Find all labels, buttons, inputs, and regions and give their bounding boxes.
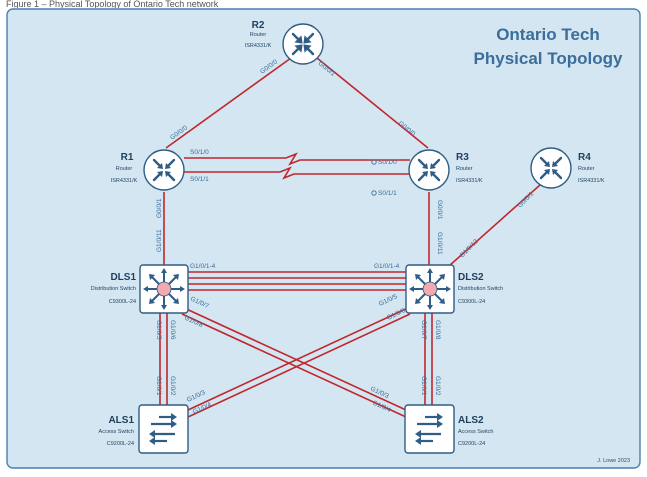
router-icon — [408, 149, 450, 191]
port-label: G1/0/1 — [155, 376, 162, 396]
device-r1[interactable]: R1 Router ISR4331/K — [111, 149, 185, 191]
device-name: ALS1 — [108, 415, 134, 426]
device-dls2[interactable]: DLS2 Distribution Switch C9300L-24 — [405, 264, 503, 314]
router-icon — [282, 23, 324, 65]
port-label: G1/0/11 — [436, 232, 443, 255]
port-label: G1/0/2 — [169, 376, 176, 396]
port-label: S0/1/0 — [190, 149, 209, 156]
device-type: Router — [456, 166, 473, 172]
router-icon — [143, 149, 185, 191]
port-label: G1/0/5 — [155, 320, 162, 340]
device-type: Access Switch — [458, 429, 493, 435]
device-name: DLS1 — [110, 272, 136, 283]
port-label: S0/1/1 — [378, 190, 397, 197]
link-r2-r1 — [165, 57, 292, 149]
link-serial-r1-r3-a — [184, 152, 410, 166]
access-switch-icon — [404, 404, 455, 454]
device-r2[interactable]: R2 Router ISR4331/K — [245, 20, 324, 65]
author-credit: J. Lowe 2023 — [597, 458, 630, 464]
link-dls2-als1-b — [187, 313, 411, 418]
device-als2[interactable]: ALS2 Access Switch C9200L-24 — [404, 404, 493, 454]
clock-indicator-icon — [371, 159, 377, 165]
port-label: G1/0/1-4 — [190, 263, 216, 270]
port-label: G1/0/8 — [434, 320, 441, 340]
port-label: G1/0/1 — [420, 376, 427, 396]
device-model: ISR4331/K — [456, 178, 483, 184]
link-dls2-als1-a — [187, 306, 411, 411]
port-label: S0/1/0 — [378, 159, 397, 166]
port-label: G1/0/1-4 — [374, 263, 400, 270]
device-model: C9300L-24 — [458, 299, 485, 305]
link-r2-r3 — [316, 57, 429, 149]
device-name: ALS2 — [458, 415, 484, 426]
device-model: C9200L-24 — [107, 441, 134, 447]
device-model: ISR4331/K — [578, 178, 605, 184]
device-model: C9300L-24 — [109, 299, 136, 305]
access-switch-icon — [138, 404, 189, 454]
device-name: R2 — [252, 20, 265, 31]
links — [159, 57, 541, 418]
figure-caption: Figure 1 – Physical Topology of Ontario … — [6, 0, 219, 8]
diagram-title-line1: Ontario Tech — [496, 25, 600, 44]
device-type: Distribution Switch — [458, 286, 503, 292]
device-r3[interactable]: R3 Router ISR4331/K — [408, 149, 483, 191]
device-model: ISR4331/K — [111, 178, 138, 184]
device-r4[interactable]: R4 Router ISR4331/K — [530, 147, 605, 189]
port-label: G1/0/6 — [169, 320, 176, 340]
link-r4-dls2 — [448, 184, 541, 267]
port-label: S0/1/1 — [190, 176, 209, 183]
device-type: Router — [250, 32, 267, 38]
device-name: R1 — [121, 152, 134, 163]
device-type: Router — [116, 166, 133, 172]
device-name: DLS2 — [458, 272, 484, 283]
device-als1[interactable]: ALS1 Access Switch C9200L-24 — [99, 404, 189, 454]
diagram-background — [6, 8, 641, 469]
port-label: G0/0/1 — [156, 198, 163, 218]
port-label: G1/0/2 — [434, 376, 441, 396]
port-label: G1/0/7 — [420, 320, 427, 340]
port-label: G0/0/1 — [436, 200, 443, 220]
device-type: Router — [578, 166, 595, 172]
router-icon — [530, 147, 572, 189]
link-dls1-als2-a — [181, 306, 407, 411]
device-model: C9200L-24 — [458, 441, 485, 447]
diagram-title-line2: Physical Topology — [474, 49, 623, 68]
device-name: R3 — [456, 152, 469, 163]
clock-indicator-icon — [371, 190, 377, 196]
device-dls1[interactable]: DLS1 Distribution Switch C9300L-24 — [91, 264, 189, 314]
port-label: G1/0/11 — [156, 229, 163, 252]
link-serial-r1-r3-b — [184, 166, 410, 180]
link-dls1-als2-b — [181, 313, 407, 418]
device-model: ISR4331/K — [245, 43, 272, 49]
device-type: Access Switch — [99, 429, 134, 435]
device-name: R4 — [578, 152, 591, 163]
device-type: Distribution Switch — [91, 286, 136, 292]
